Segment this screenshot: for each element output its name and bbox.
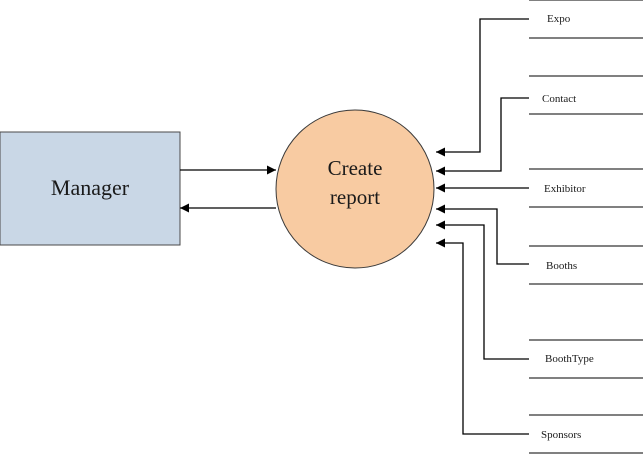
manager-entity-box — [0, 131, 181, 246]
flow-booths-to-process — [436, 204, 529, 265]
datastore-expo-label: Expo — [547, 13, 571, 25]
datastore-booths-label: Booths — [546, 260, 577, 272]
datastore-sponsors-label: Sponsors — [541, 429, 581, 441]
datastore-expo: Expo — [529, 0, 643, 39]
flow-expo-to-process — [436, 18, 529, 157]
process-label-line1: Create — [328, 156, 383, 180]
create-report-process: Create report — [275, 109, 435, 269]
create-report-circle — [275, 109, 435, 269]
datastore-boothtype-label: BoothType — [545, 353, 594, 365]
datastore-sponsors: Sponsors — [529, 414, 643, 454]
flow-contact-to-process — [436, 97, 529, 176]
process-label-line2: report — [330, 185, 380, 209]
flow-boothtype-to-process — [436, 220, 529, 360]
datastore-boothtype: BoothType — [529, 339, 643, 379]
manager-entity: Manager — [0, 131, 181, 246]
datastore-contact: Contact — [529, 75, 643, 115]
datastore-exhibitor: Exhibitor — [529, 168, 643, 208]
manager-entity-label: Manager — [51, 175, 130, 200]
datastore-booths: Booths — [529, 245, 643, 285]
datastore-exhibitor-label: Exhibitor — [544, 183, 586, 195]
flow-sponsors-to-process — [436, 238, 529, 435]
datastore-contact-label: Contact — [542, 93, 576, 105]
